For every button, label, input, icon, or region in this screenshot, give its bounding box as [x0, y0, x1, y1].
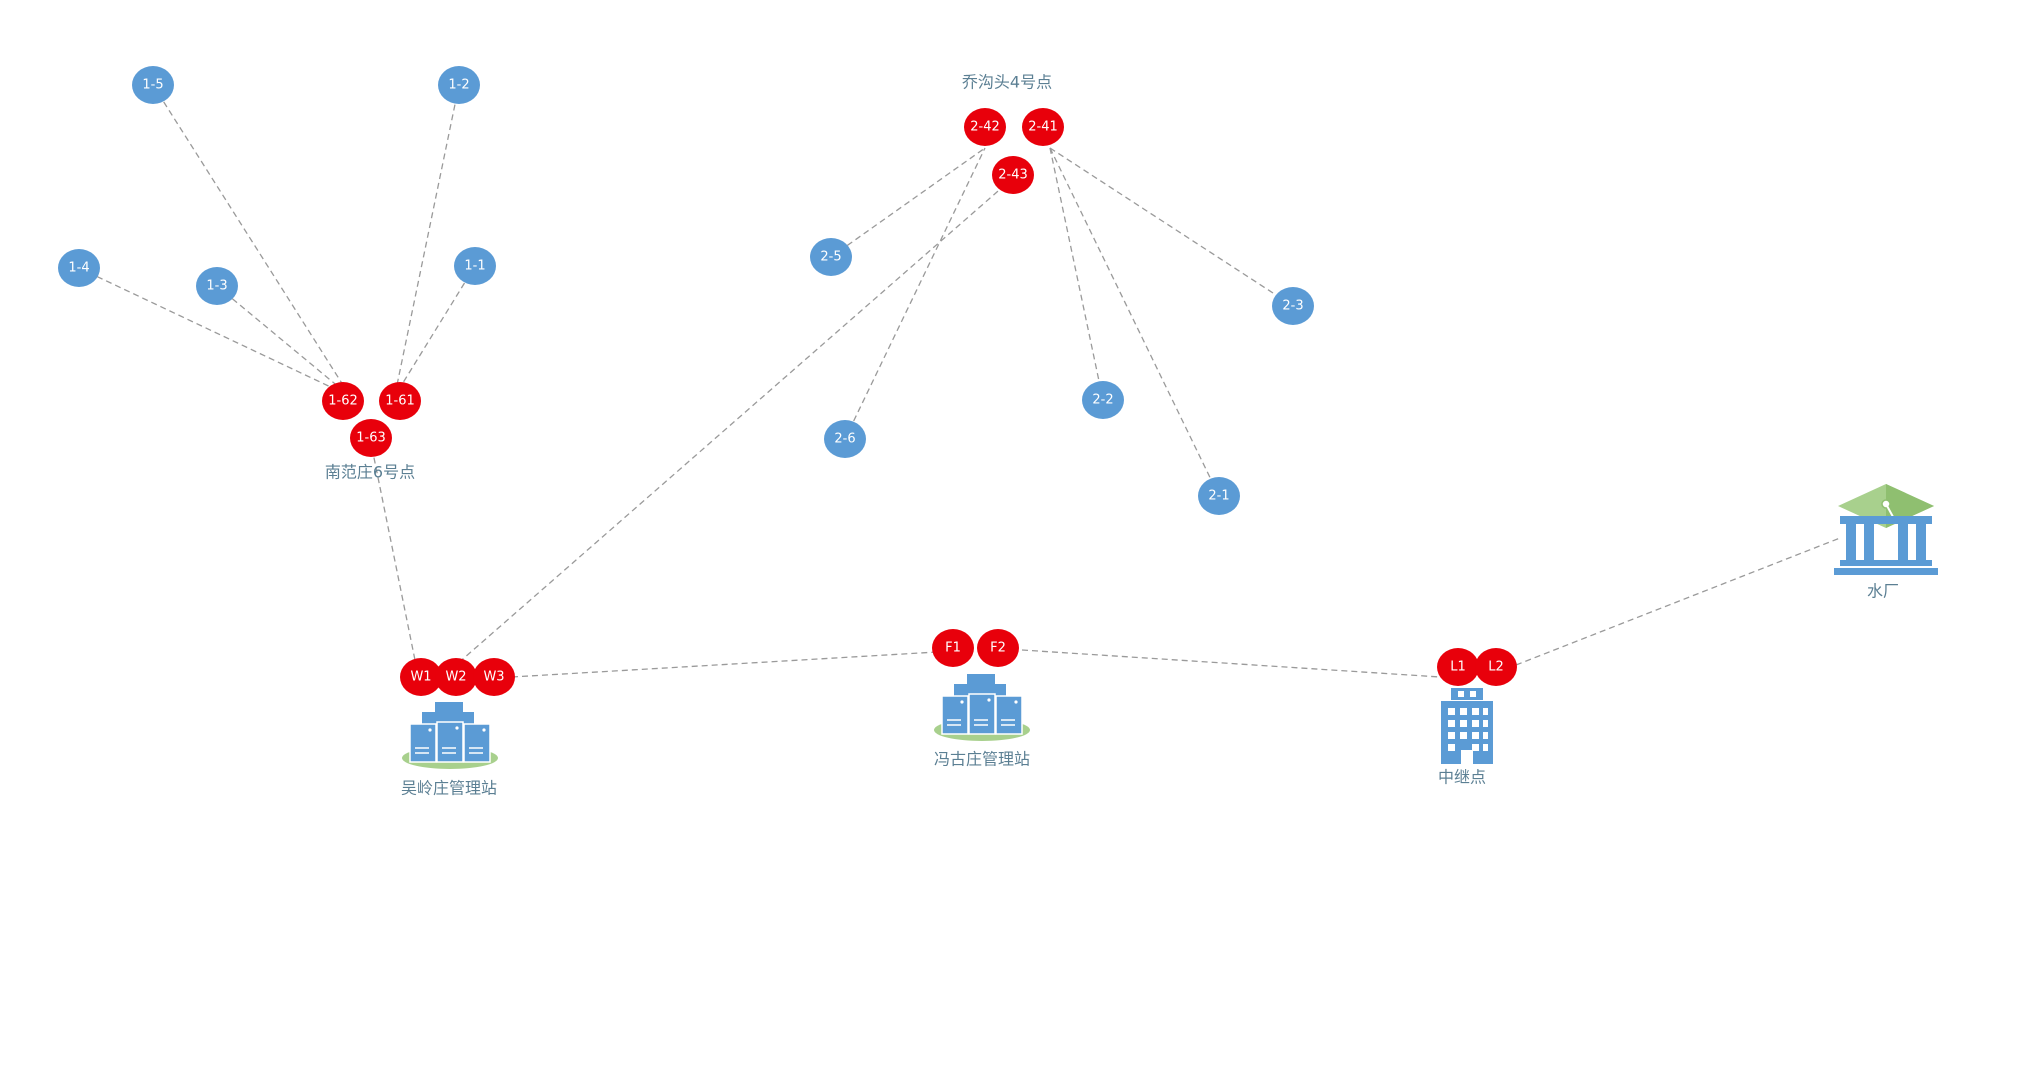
field-node-2-3[interactable]: 2-3 [1272, 287, 1314, 325]
place-label-qiaogoutou: 乔沟头4号点 [962, 73, 1052, 92]
svg-text:1-5: 1-5 [142, 78, 163, 93]
svg-text:1-1: 1-1 [464, 259, 485, 274]
svg-text:2-1: 2-1 [1208, 489, 1229, 504]
relay-node-w3[interactable]: W3 [473, 658, 515, 696]
field-node-1-4[interactable]: 1-4 [58, 249, 100, 287]
institution-building-icon [1834, 484, 1938, 575]
link-1-3-to-1-62 [216, 285, 341, 389]
relay-node-2-42[interactable]: 2-42 [964, 108, 1006, 146]
field-node-2-6[interactable]: 2-6 [824, 420, 866, 458]
svg-text:L1: L1 [1450, 660, 1466, 675]
relay-node-f2[interactable]: F2 [977, 629, 1019, 667]
office-building-icon [1441, 688, 1493, 764]
svg-text:F1: F1 [945, 641, 961, 656]
relay-node-w1[interactable]: W1 [400, 658, 442, 696]
svg-text:F2: F2 [990, 641, 1006, 656]
link-2-5-to-2-42 [830, 147, 986, 258]
svg-text:1-62: 1-62 [328, 394, 358, 409]
relay-node-1-62[interactable]: 1-62 [322, 382, 364, 420]
field-node-2-1[interactable]: 2-1 [1198, 477, 1240, 515]
svg-text:1-4: 1-4 [68, 261, 89, 276]
svg-text:2-41: 2-41 [1028, 120, 1058, 135]
field-node-2-2[interactable]: 2-2 [1082, 381, 1124, 419]
svg-text:2-42: 2-42 [970, 120, 1000, 135]
server-cluster-icon [402, 702, 498, 769]
field-node-2-5[interactable]: 2-5 [810, 238, 852, 276]
link-2-41-to-2-3 [1049, 147, 1294, 307]
link-f2-to-l1 [1021, 649, 1441, 678]
link-2-43-to-w2 [455, 177, 1014, 666]
relay-node-2-43[interactable]: 2-43 [992, 156, 1034, 194]
link-1-63-to-w1 [369, 437, 417, 666]
svg-text:2-2: 2-2 [1092, 393, 1113, 408]
place-label-water-plant: 水厂 [1867, 582, 1899, 601]
svg-text:W2: W2 [445, 670, 466, 685]
link-1-4-to-1-62 [78, 267, 338, 391]
relay-node-l1[interactable]: L1 [1437, 648, 1479, 686]
link-2-41-to-2-1 [1049, 147, 1220, 497]
svg-text:1-63: 1-63 [356, 431, 386, 446]
link-w3-to-f1 [511, 651, 938, 678]
relay-node-1-61[interactable]: 1-61 [379, 382, 421, 420]
link-1-2-to-1-61 [396, 84, 460, 386]
svg-text:1-3: 1-3 [206, 279, 227, 294]
links [78, 84, 1841, 678]
svg-text:1-2: 1-2 [448, 78, 469, 93]
relay-node-f1[interactable]: F1 [932, 629, 974, 667]
svg-text:W3: W3 [483, 670, 504, 685]
place-label-nanfanzhuang: 南范庄6号点 [325, 463, 415, 482]
svg-text:2-3: 2-3 [1282, 299, 1303, 314]
field-node-1-1[interactable]: 1-1 [454, 247, 496, 285]
place-label-wulingzhuang: 吴岭庄管理站 [401, 779, 497, 798]
field-node-1-3[interactable]: 1-3 [196, 267, 238, 305]
link-2-41-to-2-2 [1049, 147, 1104, 401]
link-1-5-to-1-62 [152, 84, 344, 386]
field-node-1-2[interactable]: 1-2 [438, 66, 480, 104]
place-label-fengguzhuang: 冯古庄管理站 [934, 750, 1030, 769]
svg-text:1-61: 1-61 [385, 394, 415, 409]
relay-node-w2[interactable]: W2 [435, 658, 477, 696]
place-label-relay-point: 中继点 [1438, 768, 1486, 787]
field-node-1-5[interactable]: 1-5 [132, 66, 174, 104]
link-2-6-to-2-42 [844, 147, 986, 440]
svg-text:W1: W1 [410, 670, 431, 685]
link-1-1-to-1-61 [400, 265, 476, 387]
svg-text:2-43: 2-43 [998, 168, 1028, 183]
relay-node-l2[interactable]: L2 [1475, 648, 1517, 686]
link-l2-to-water-plant [1515, 537, 1841, 666]
svg-text:L2: L2 [1488, 660, 1504, 675]
server-cluster-icon [934, 674, 1030, 741]
relay-node-1-63[interactable]: 1-63 [350, 419, 392, 457]
svg-text:2-5: 2-5 [820, 250, 841, 265]
svg-text:2-6: 2-6 [834, 432, 855, 447]
relay-node-2-41[interactable]: 2-41 [1022, 108, 1064, 146]
